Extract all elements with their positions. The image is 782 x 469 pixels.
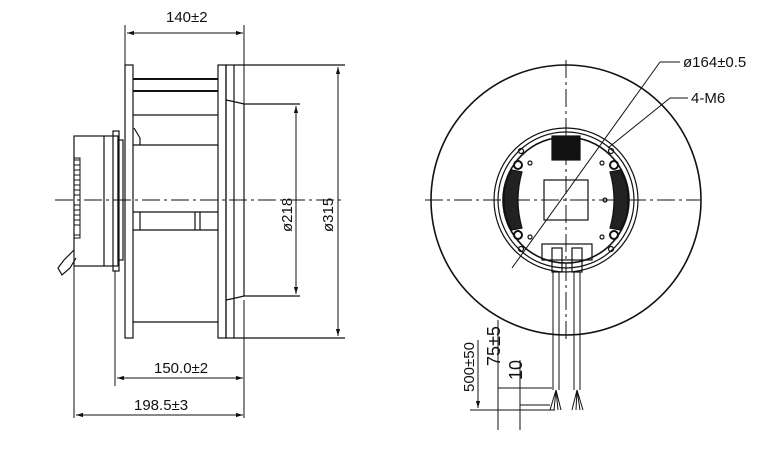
cable-length-label: 500±50 bbox=[461, 342, 478, 392]
side-view bbox=[55, 25, 345, 418]
overall-depth-label: 198.5±3 bbox=[134, 397, 188, 414]
front-view bbox=[425, 60, 702, 430]
width-dimension-label: 140±2 bbox=[166, 9, 208, 26]
bolt-circle-label: ø164±0.5 bbox=[683, 54, 746, 71]
end-length-label: 10 bbox=[506, 360, 526, 380]
impeller-depth-label: 150.0±2 bbox=[154, 360, 208, 377]
outer-diameter-label: ø315 bbox=[320, 198, 337, 232]
inner-diameter-label: ø218 bbox=[279, 198, 296, 232]
holes-label: 4-M6 bbox=[691, 90, 725, 107]
strip-length-label: 75±5 bbox=[484, 326, 504, 366]
